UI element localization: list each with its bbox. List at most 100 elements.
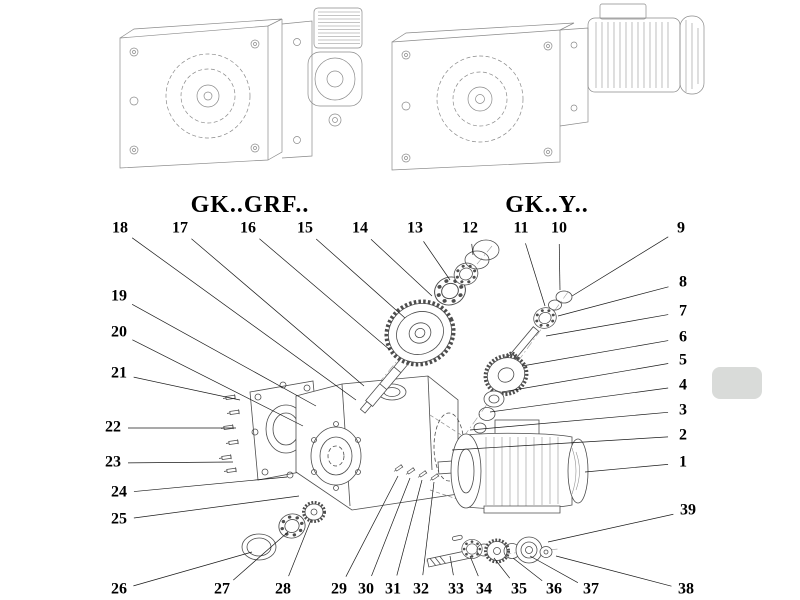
- callout-number-18: 18: [112, 220, 128, 237]
- input-pinion-assembly: [473, 290, 573, 434]
- callout-number-22: 22: [105, 419, 121, 436]
- motor-feet: [483, 505, 561, 514]
- callout-number-16: 16: [240, 220, 256, 237]
- output-gear-assembly: [359, 239, 500, 414]
- callout-number-17: 17: [172, 220, 188, 237]
- callout-number-33: 33: [448, 581, 464, 598]
- leader-line-35: [493, 557, 511, 579]
- locknut: [473, 422, 487, 434]
- callout-number-7: 7: [679, 303, 687, 320]
- bottom-gear: [484, 538, 510, 564]
- leader-line-7: [545, 314, 669, 337]
- washer-1-bore: [488, 394, 500, 404]
- callout-number-3: 3: [679, 402, 687, 419]
- motor-flange: [450, 433, 482, 509]
- leader-line-32: [422, 481, 435, 576]
- leader-line-12: [471, 243, 474, 256]
- callout-number-36: 36: [546, 581, 562, 598]
- leader-line-21: [133, 376, 241, 401]
- leader-line-17: [191, 238, 365, 387]
- leader-line-4: [489, 387, 669, 413]
- leader-line-36: [512, 557, 543, 582]
- leader-line-2: [451, 436, 669, 451]
- bottom-shaft-kit: [426, 534, 553, 568]
- callout-number-38: 38: [678, 581, 694, 598]
- leader-line-39: [547, 513, 674, 543]
- washer-2: [478, 407, 496, 421]
- circlip-input-1: [555, 290, 573, 304]
- exploded-view: [218, 239, 589, 568]
- callout-number-34: 34: [476, 581, 492, 598]
- leader-line-8: [557, 286, 669, 317]
- callout-number-25: 25: [111, 511, 127, 528]
- diagram-title-left: GK..GRF..: [191, 192, 310, 218]
- leader-line-10: [558, 243, 561, 291]
- callout-number-20: 20: [111, 324, 127, 341]
- leader-line-5: [501, 363, 669, 393]
- leader-line-11: [525, 243, 546, 307]
- callout-number-11: 11: [513, 220, 528, 237]
- leader-line-16: [259, 238, 391, 351]
- end-washer-bore: [543, 549, 549, 555]
- callout-number-26: 26: [111, 581, 127, 598]
- callout-number-24: 24: [111, 484, 127, 501]
- leader-line-29: [345, 475, 399, 577]
- leader-line-23: [127, 461, 234, 464]
- callout-number-1: 1: [679, 454, 687, 471]
- output-gearwheel: [384, 299, 456, 367]
- leader-line-34: [469, 555, 479, 577]
- leader-line-25: [133, 495, 300, 519]
- leader-line-19: [131, 303, 317, 407]
- callout-number-12: 12: [462, 220, 478, 237]
- callout-number-37: 37: [583, 581, 599, 598]
- motor-body: [465, 432, 573, 510]
- callout-number-30: 30: [358, 581, 374, 598]
- gearbox-drawing-gk-grf: [119, 7, 363, 169]
- diagram-title-right: GK..Y..: [505, 192, 588, 218]
- callout-number-6: 6: [679, 329, 687, 346]
- electric-motor: [437, 419, 589, 514]
- leader-line-13: [423, 241, 451, 281]
- gear-housing: [295, 375, 467, 511]
- small-gear-left: [302, 501, 326, 523]
- bearing-input: [530, 304, 560, 332]
- fan-cover: [567, 438, 589, 504]
- callout-number-4: 4: [679, 377, 687, 394]
- callout-number-9: 9: [677, 220, 685, 237]
- leader-line-20: [132, 339, 304, 427]
- callout-number-15: 15: [297, 220, 313, 237]
- leader-line-37: [529, 555, 579, 584]
- callout-number-31: 31: [385, 581, 401, 598]
- leader-line-27: [233, 531, 289, 581]
- callout-number-2: 2: [679, 427, 687, 444]
- leader-line-28: [288, 519, 312, 577]
- retaining-ring-2: [472, 239, 500, 261]
- leader-line-3: [469, 411, 669, 431]
- callout-number-27: 27: [214, 581, 230, 598]
- callout-number-14: 14: [352, 220, 368, 237]
- callout-number-13: 13: [407, 220, 423, 237]
- leader-line-38: [555, 555, 672, 587]
- leader-line-6: [521, 340, 669, 367]
- watermark-smudge: [712, 367, 762, 399]
- gearbox-drawing-gk-y: [391, 3, 705, 171]
- leader-line-18: [131, 237, 357, 401]
- leader-line-1: [584, 464, 669, 473]
- callout-number-5: 5: [679, 352, 687, 369]
- leader-line-31: [396, 479, 423, 576]
- leader-line-15: [315, 238, 406, 319]
- callout-number-8: 8: [679, 274, 687, 291]
- callout-number-35: 35: [511, 581, 527, 598]
- stepped-disc: [515, 536, 543, 564]
- callout-number-23: 23: [105, 454, 121, 471]
- output-shaft: [359, 352, 414, 414]
- leader-line-30: [371, 477, 411, 577]
- callout-number-28: 28: [275, 581, 291, 598]
- washer-1: [483, 390, 505, 408]
- leader-line-24: [133, 476, 288, 492]
- callout-number-10: 10: [551, 220, 567, 237]
- leader-line-26: [133, 551, 253, 587]
